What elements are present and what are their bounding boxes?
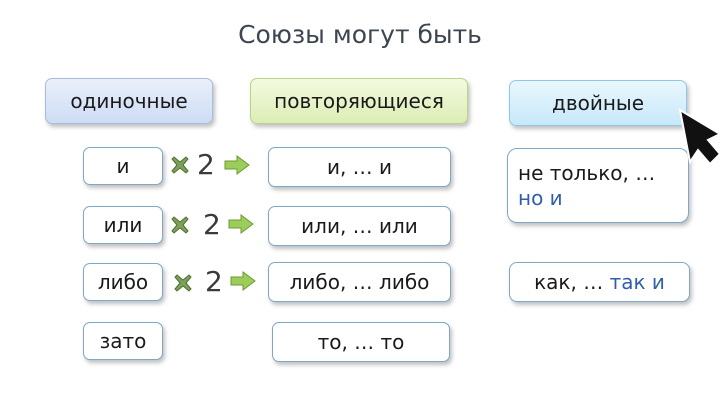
header-single: одиночные xyxy=(45,78,213,124)
cross-icon xyxy=(171,216,189,234)
single-item-1: и xyxy=(83,147,163,185)
double-item-line1: не только, … xyxy=(518,160,656,185)
single-item-label: либо xyxy=(97,269,149,294)
single-item-label: или xyxy=(103,212,143,237)
header-repeating-label: повторяющиеся xyxy=(274,88,444,113)
double-item-1: не только, … но и xyxy=(507,148,689,223)
header-single-label: одиночные xyxy=(70,88,188,113)
header-repeating: повторяющиеся xyxy=(250,78,468,124)
repeating-item-1: и, … и xyxy=(268,147,451,187)
repeating-item-label: или, … или xyxy=(301,213,418,238)
repeating-item-4: то, … то xyxy=(272,322,450,362)
cross-icon xyxy=(171,156,189,174)
cross-icon xyxy=(174,274,192,292)
repeating-item-3: либо, … либо xyxy=(268,262,451,302)
double-item-2: как, … так и xyxy=(509,262,690,302)
single-item-4: зато xyxy=(83,322,163,360)
slide-title: Союзы могут быть xyxy=(238,20,482,49)
right-arrow-icon xyxy=(230,271,256,291)
multiplier-number: 2 xyxy=(197,148,215,181)
right-arrow-icon xyxy=(228,214,254,234)
single-item-2: или xyxy=(83,206,163,244)
double-item-part1: как, … xyxy=(534,269,610,294)
single-item-label: и xyxy=(116,153,130,178)
pointer-arrow-icon xyxy=(678,108,720,166)
repeating-item-2: или, … или xyxy=(268,206,451,246)
double-item-part2: так и xyxy=(609,269,665,294)
repeating-item-label: и, … и xyxy=(326,154,393,179)
single-item-3: либо xyxy=(83,263,163,301)
repeating-item-label: то, … то xyxy=(317,329,405,354)
single-item-label: зато xyxy=(99,328,147,353)
header-double-label: двойные xyxy=(551,90,645,115)
right-arrow-icon xyxy=(224,155,250,175)
header-double: двойные xyxy=(509,80,687,126)
multiplier-number: 2 xyxy=(205,265,223,298)
multiplier-number: 2 xyxy=(203,208,221,241)
repeating-item-label: либо, … либо xyxy=(289,269,430,294)
double-item-line2: но и xyxy=(518,185,563,210)
